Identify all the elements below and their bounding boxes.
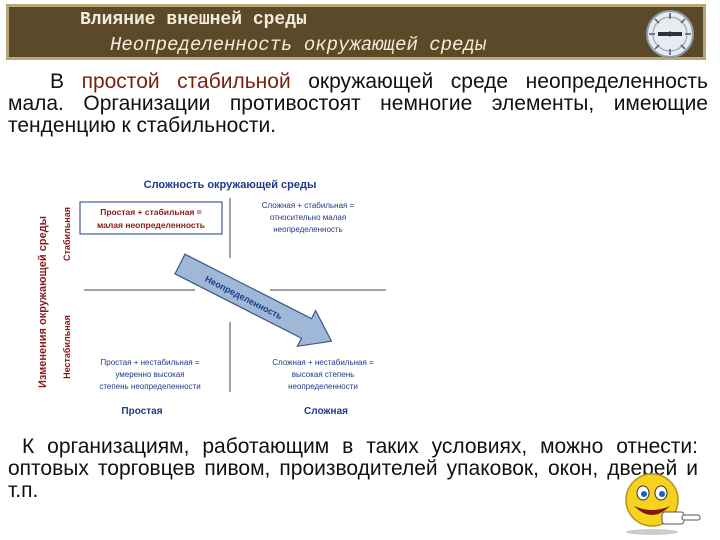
diagram-left-title: Изменения окружающей среды <box>37 216 49 388</box>
paragraph-examples: К организациям, работающим в таких услов… <box>8 436 698 502</box>
diagram-top-title: Сложность окружающей среды <box>144 179 317 191</box>
text-after: окружающей среде неопределенность мала. … <box>8 70 708 137</box>
text-before: В <box>50 70 82 93</box>
slide-title: Влияние внешней среды <box>80 10 307 30</box>
row-label-unstable: Нестабильная <box>62 315 72 379</box>
column-label-complex: Сложная <box>304 406 348 417</box>
highlight-text: простой стабильной <box>81 70 291 93</box>
paragraph-intro: В простой стабильной окружающей среде не… <box>8 71 708 137</box>
q1-line2: малая неопределенность <box>97 220 205 230</box>
clock-dial-icon <box>646 10 694 58</box>
q4-line3: неопределенности <box>288 382 358 391</box>
examples-text: К организациям, работающим в таких услов… <box>8 435 698 502</box>
uncertainty-arrow: Неопределенность <box>174 253 333 348</box>
row-label-stable: Стабильная <box>62 207 72 261</box>
title-bar: Влияние внешней среды Неопределенность о… <box>0 0 720 62</box>
q3-line2: умеренно высокая <box>115 370 184 379</box>
quadrant-simple-stable-box <box>79 201 223 235</box>
q4-line2: высокая степень <box>292 370 355 379</box>
column-label-simple: Простая <box>121 406 162 417</box>
q3-line3: степень неопределенности <box>99 382 200 391</box>
slide-subtitle: Неопределенность окружающей среды <box>110 34 487 56</box>
q2-line2: относительно малая <box>270 213 346 222</box>
q4-line1: Сложная + нестабильная = <box>272 358 374 367</box>
smiley-pointing-icon <box>625 473 701 535</box>
arrow-label: Неопределенность <box>203 274 284 322</box>
q2-line3: неопределенность <box>273 225 342 234</box>
q2-line1: Сложная + стабильная = <box>262 201 355 210</box>
q3-line1: Простая + нестабильная = <box>101 358 200 367</box>
q1-line1: Простая + стабильная = <box>100 207 202 217</box>
title-box <box>6 4 706 60</box>
uncertainty-diagram: Сложность окружающей среды Изменения окр… <box>37 179 386 417</box>
